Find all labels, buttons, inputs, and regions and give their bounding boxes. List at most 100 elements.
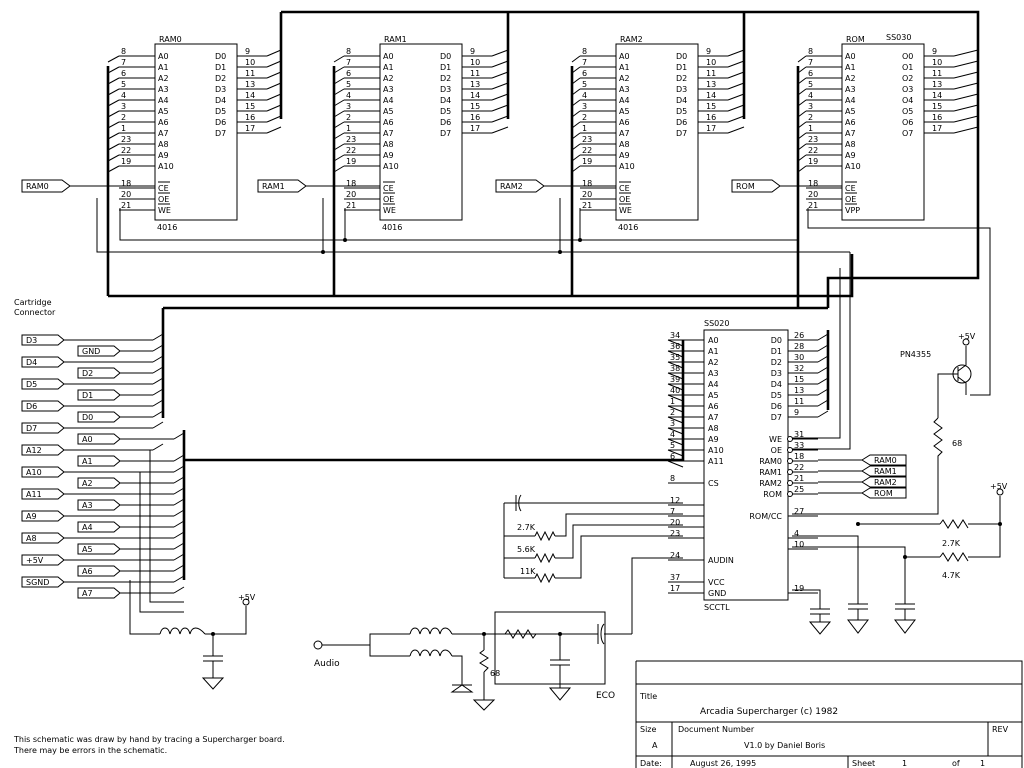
chip-type: 4016 — [382, 223, 402, 232]
flag-ram0: RAM0 — [21, 179, 155, 193]
pin-number: 23 — [582, 135, 592, 144]
pin-number: 4 — [582, 91, 587, 100]
pin-number: 23 — [808, 135, 818, 144]
pin-label: A8 — [708, 424, 719, 433]
pin-number: 16 — [932, 113, 942, 122]
pin-number: 15 — [470, 102, 480, 111]
pin-label: D1 — [771, 347, 782, 356]
cart-pin-label: A2 — [82, 479, 93, 488]
pin-number: 22 — [794, 463, 804, 472]
pin-label: CE — [158, 184, 169, 193]
pin-label: VPP — [845, 206, 860, 215]
chip-name: RAM2 — [620, 35, 643, 44]
pin-number: 31 — [794, 430, 804, 439]
pin-label: A9 — [383, 151, 394, 160]
of-value: 1 — [980, 759, 985, 768]
pin-number: 17 — [670, 584, 680, 593]
vcc-label: +5V — [958, 332, 976, 341]
pin-label: A7 — [383, 129, 394, 138]
date-value: August 26, 1995 — [690, 759, 756, 768]
r11k-label: 11K — [520, 567, 536, 576]
pin-number: 15 — [932, 102, 942, 111]
pin-label: D5 — [771, 391, 782, 400]
pin-label: D4 — [440, 96, 451, 105]
pin-label: A1 — [158, 63, 169, 72]
pin-number: 23 — [346, 135, 356, 144]
pin-label: D7 — [676, 129, 687, 138]
notes: This schematic was draw by hand by traci… — [13, 735, 285, 755]
pin-number: 8 — [582, 47, 587, 56]
cart-pin-d1: D1 — [77, 388, 164, 401]
pin-label: A6 — [845, 118, 856, 127]
pin-label: CE — [383, 184, 394, 193]
pin-label: GND — [708, 589, 726, 598]
pin-label: WE — [619, 206, 632, 215]
pin-label: O4 — [902, 96, 913, 105]
pin-number: 4 — [121, 91, 126, 100]
pin-number: 4 — [346, 91, 351, 100]
pin-number: 21 — [346, 201, 356, 210]
pin-label: A10 — [619, 162, 635, 171]
cart-pin-a4: A4 — [77, 520, 185, 533]
cart-pin-label: A5 — [82, 545, 93, 554]
pin-label: A5 — [708, 391, 719, 400]
pin-number: 18 — [582, 179, 592, 188]
pin-label: A4 — [845, 96, 856, 105]
pin-number: 3 — [582, 102, 587, 111]
pin-number: 11 — [932, 69, 942, 78]
pin-label: A9 — [708, 435, 719, 444]
pin-number: 13 — [706, 80, 716, 89]
pin-label: A5 — [158, 107, 169, 116]
pin-label: A3 — [383, 85, 394, 94]
pin-number: 18 — [121, 179, 131, 188]
cart-pin-label: +5V — [26, 556, 44, 565]
pin-label: A5 — [845, 107, 856, 116]
pin-label: D7 — [440, 129, 451, 138]
pin-label: A4 — [383, 96, 394, 105]
out-flag-rom: ROM — [818, 487, 907, 499]
pin-number: 14 — [470, 91, 480, 100]
pin-number: 32 — [794, 364, 804, 373]
pin-number: 2 — [808, 113, 813, 122]
chip-name: SCCTL — [704, 603, 730, 612]
pin-number: 6 — [582, 69, 587, 78]
pin-number: 7 — [121, 58, 126, 67]
pin-number: 16 — [470, 113, 480, 122]
pin-number: 19 — [808, 157, 818, 166]
pin-label: D6 — [440, 118, 451, 127]
cart-pin-a1: A1 — [77, 454, 185, 467]
pin-number: 8 — [121, 47, 126, 56]
pin-number: 15 — [794, 375, 804, 384]
cart-pin-label: A6 — [82, 567, 93, 576]
pin-label: D4 — [676, 96, 687, 105]
pin-number: 19 — [794, 584, 804, 593]
pin-label: A5 — [383, 107, 394, 116]
pin-number: 33 — [794, 441, 804, 450]
cart-pin-gnd: GND — [77, 344, 164, 357]
note-line-2: There may be errors in the schematic. — [13, 746, 167, 755]
pin-number: 3 — [808, 102, 813, 111]
audio-label: Audio — [314, 659, 340, 669]
pin-number: 28 — [794, 342, 804, 351]
pin-number: 19 — [582, 157, 592, 166]
pin-number: 2 — [346, 113, 351, 122]
chip-type: 4016 — [618, 223, 638, 232]
pin-label: WE — [769, 435, 782, 444]
pin-label: D3 — [676, 85, 687, 94]
pin-label: A4 — [158, 96, 169, 105]
pin-label: OE — [383, 195, 394, 204]
pin-number: 1 — [121, 124, 126, 133]
cart-pin-d5: D5 — [21, 377, 164, 390]
inductor-5v: +5V — [159, 593, 256, 690]
chip-ram1: RAM140168A07A16A25A34A43A52A61A723A822A9… — [333, 35, 509, 232]
pin-number: 5 — [121, 80, 126, 89]
pin-number: 11 — [706, 69, 716, 78]
pin-number: 8 — [670, 474, 675, 483]
pin-label: D6 — [771, 402, 782, 411]
pin-label: D1 — [215, 63, 226, 72]
pin-label: D0 — [440, 52, 451, 61]
of-label: of — [952, 759, 960, 768]
cart-pin-label: D6 — [26, 402, 37, 411]
pin-label: D2 — [771, 358, 782, 367]
pin-number: 18 — [346, 179, 356, 188]
